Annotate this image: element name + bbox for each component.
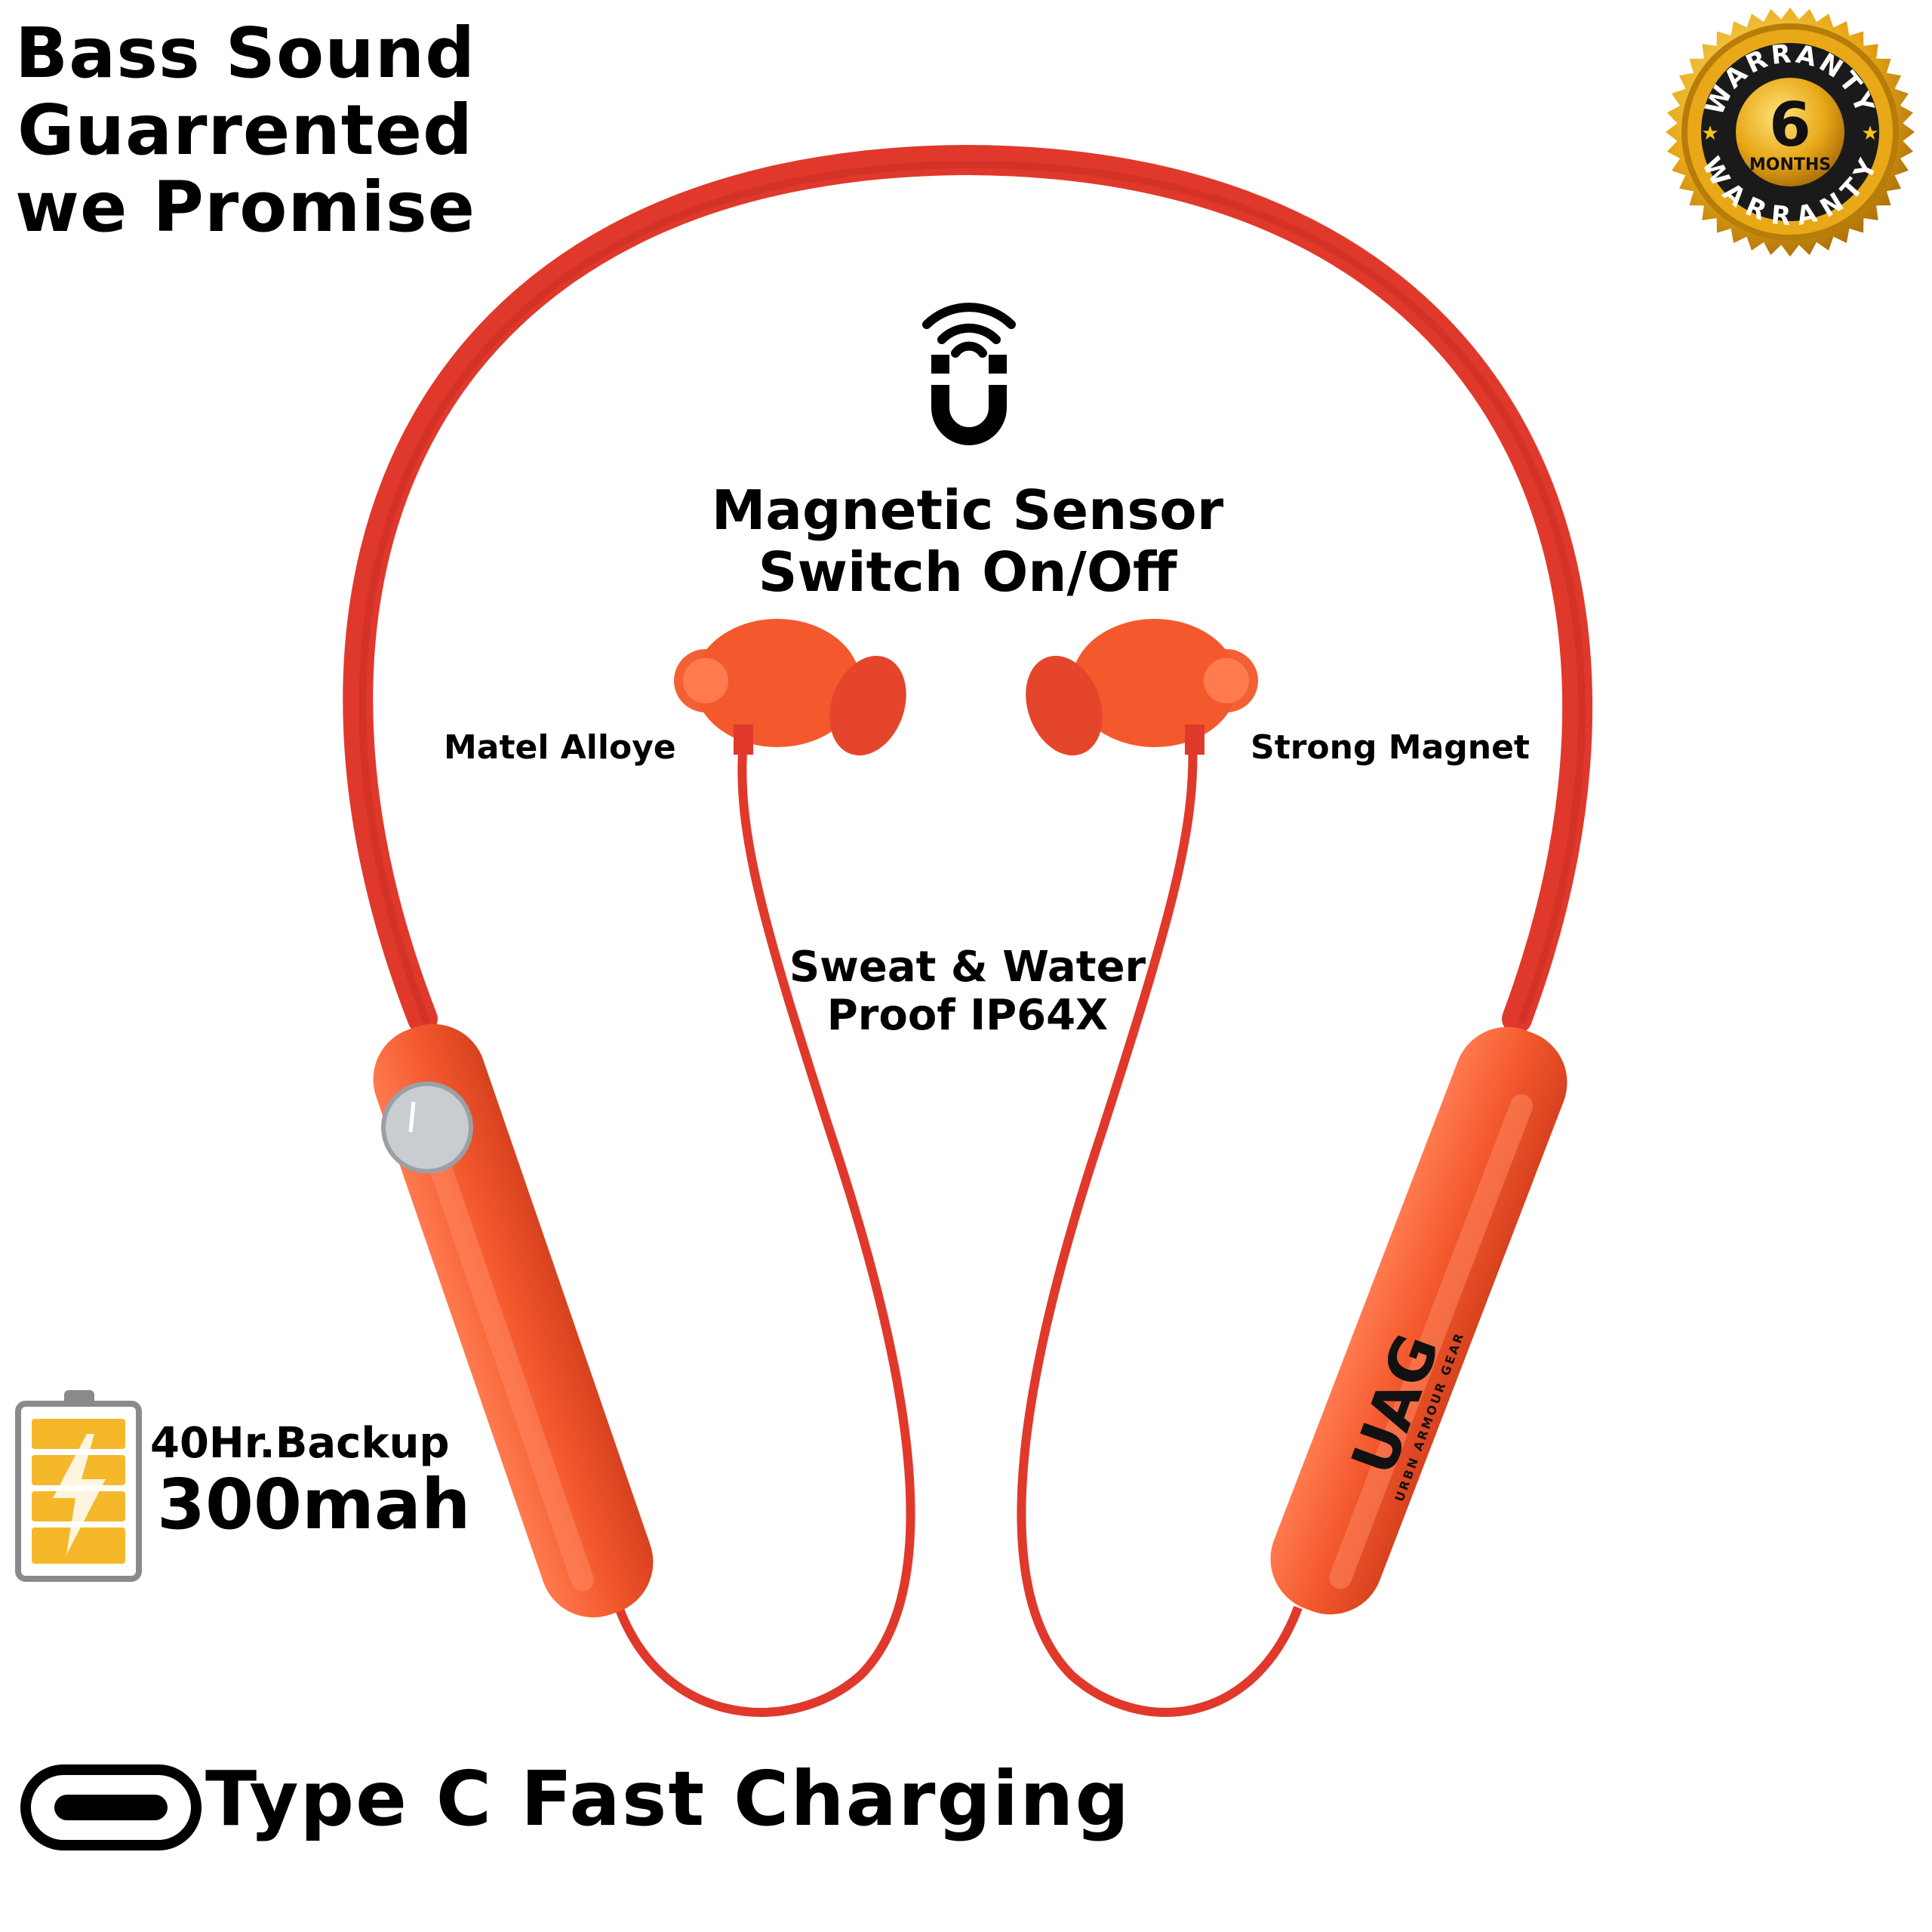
svg-text:6: 6 [1769,90,1811,160]
headline-line: we Promise [15,167,476,248]
svg-text:★: ★ [1701,122,1718,145]
headline: Bass Sound Guarrented we Promise [15,15,475,246]
left-control-module [373,1023,654,1618]
caption-line: Magnetic Sensor [711,478,1224,542]
power-button [381,1081,473,1174]
headline-line: Guarrented [17,90,474,171]
battery-capacity-label: 300mah [157,1464,471,1545]
svg-text:MONTHS: MONTHS [1749,155,1831,174]
neckband [343,144,1593,1034]
left-cable [614,739,915,1717]
charging-label: Type C Fast Charging [205,1755,1131,1843]
water-proof-caption: Sweat & Water Proof IP64X [0,943,1932,1040]
battery-charging-icon [15,1390,142,1582]
right-earbud-label: Strong Magnet [1251,728,1530,767]
headline-line: Bass Sound [15,13,476,94]
left-earbud-label: Matel Alloye [444,728,676,767]
caption-line: Proof IP64X [826,991,1109,1040]
right-battery-module [1270,1026,1567,1615]
caption-line: Switch On/Off [758,540,1177,604]
caption-line: Sweat & Water [789,943,1146,992]
battery-backup-label: 40Hr.Backup [150,1419,450,1468]
svg-text:★: ★ [1861,122,1878,145]
warranty-badge: WARRANTY WARRANTY 6 MONTHS ★ ★ [1666,8,1915,257]
right-cable [1017,739,1303,1717]
usb-type-c-icon [20,1764,202,1850]
magnet-wireless-icon [922,303,1016,445]
right-earbud [1026,619,1258,755]
left-earbud [674,619,906,755]
magnetic-sensor-caption: Magnetic Sensor Switch On/Off [0,479,1932,603]
